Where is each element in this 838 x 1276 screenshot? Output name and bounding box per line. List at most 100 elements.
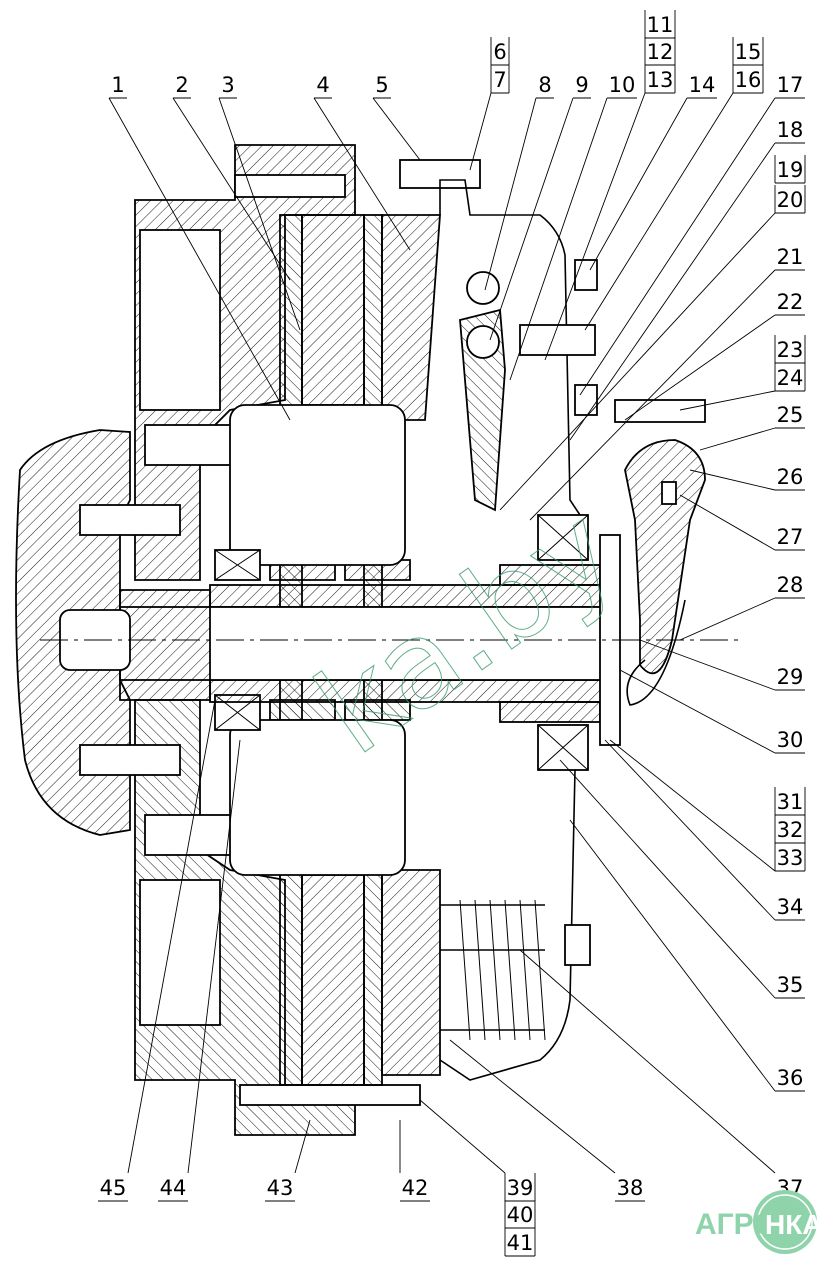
callout-36: 36: [569, 819, 805, 1092]
callout-number: 11: [647, 13, 674, 37]
leader-line: [519, 949, 805, 1202]
logo-text-left: АГРО: [695, 1208, 777, 1241]
leader-line: [499, 185, 806, 511]
leader-line: [544, 65, 676, 361]
hub-web: [229, 404, 406, 566]
callout-40: 40: [504, 1200, 536, 1229]
callout-number: 33: [777, 846, 804, 870]
leader-line: [624, 314, 805, 421]
callout-number: 31: [777, 790, 804, 814]
adjusting-bolt: [519, 324, 596, 356]
leader-line: [774, 787, 806, 816]
housing-cavity-top: [139, 229, 221, 411]
callout-number: 24: [777, 366, 804, 390]
leader-line: [469, 65, 510, 171]
callout-number: 15: [735, 40, 762, 64]
callout-number: 18: [777, 118, 804, 142]
shaft-end: [119, 589, 211, 701]
callout-39: 39: [419, 1099, 536, 1202]
callout-43: 43: [265, 1119, 311, 1202]
logo: АГРО НКА: [695, 1190, 823, 1254]
callout-45: 45: [98, 699, 216, 1202]
leader-line: [559, 759, 805, 999]
callout-41: 41: [504, 1228, 536, 1257]
callout-number: 12: [647, 40, 674, 64]
callout-14: 14: [589, 73, 717, 271]
hub-web: [229, 719, 406, 876]
callout-number: 5: [375, 73, 388, 97]
leader-line: [172, 97, 291, 281]
housing-cavity-bottom: [139, 879, 221, 1026]
clutch-cover-bottom: [439, 769, 576, 1081]
callout-15: 15: [732, 37, 764, 66]
callout-12: 12: [644, 37, 676, 66]
callout-number: 9: [575, 73, 588, 97]
callout-number: 16: [735, 68, 762, 92]
callout-number: 32: [777, 818, 804, 842]
callout-38: 38: [449, 1039, 645, 1202]
fork-key: [661, 481, 677, 505]
pressure-plate-bottom: [381, 869, 441, 1076]
leader-line: [604, 739, 805, 921]
callout-17: 17: [579, 73, 805, 396]
leader-line: [679, 363, 806, 411]
leader-line: [509, 97, 637, 381]
callout-number: 40: [507, 1203, 534, 1227]
pressure-plate-top: [381, 214, 441, 421]
callout-9: 9: [489, 73, 591, 341]
fork-bolt: [614, 399, 706, 423]
callout-number: 45: [100, 1176, 127, 1200]
leader-line: [504, 1200, 536, 1229]
leader-line: [490, 37, 510, 66]
bolt: [574, 259, 598, 291]
callout-32: 32: [774, 815, 806, 844]
leader-line: [399, 1120, 430, 1202]
leader-line: [689, 469, 805, 491]
callout-7: 7: [469, 65, 510, 171]
callout-26: 26: [689, 465, 805, 491]
callout-number: 22: [777, 290, 804, 314]
callout-3: 3: [218, 73, 301, 331]
callout-number: 26: [777, 465, 804, 489]
callout-number: 2: [175, 73, 188, 97]
callout-6: 6: [490, 37, 510, 66]
leader-line: [419, 1099, 536, 1202]
leader-line: [449, 1039, 645, 1202]
callout-23: 23: [774, 335, 806, 364]
leader-line: [158, 739, 241, 1202]
callout-number: 35: [777, 973, 804, 997]
callout-number: 8: [538, 73, 551, 97]
leader-line: [774, 155, 806, 184]
callout-number: 36: [777, 1066, 804, 1090]
callout-number: 21: [777, 245, 804, 269]
callout-29: 29: [639, 639, 805, 691]
leader-line: [732, 37, 764, 66]
lever-pin: [466, 325, 500, 359]
leader-line: [569, 819, 805, 1092]
leader-line: [774, 335, 806, 364]
callout-number: 25: [777, 403, 804, 427]
callout-31: 31: [774, 787, 806, 816]
leader-line: [774, 815, 806, 844]
leader-line: [489, 97, 591, 341]
bolt: [144, 424, 246, 466]
callout-5: 5: [372, 73, 421, 161]
callout-number: 23: [777, 338, 804, 362]
leader-line: [218, 97, 301, 331]
callout-number: 42: [402, 1176, 429, 1200]
callout-number: 38: [617, 1176, 644, 1200]
callout-35: 35: [559, 759, 805, 999]
callout-number: 44: [160, 1176, 187, 1200]
leader-line: [529, 269, 805, 521]
callout-1: 1: [108, 73, 291, 421]
callout-number: 29: [777, 665, 804, 689]
callout-number: 13: [647, 68, 674, 92]
callout-number: 3: [221, 73, 234, 97]
callout-44: 44: [158, 739, 241, 1202]
callout-4: 4: [313, 73, 411, 251]
leader-line: [619, 669, 805, 754]
leader-line: [484, 97, 554, 291]
bolt: [234, 174, 346, 198]
